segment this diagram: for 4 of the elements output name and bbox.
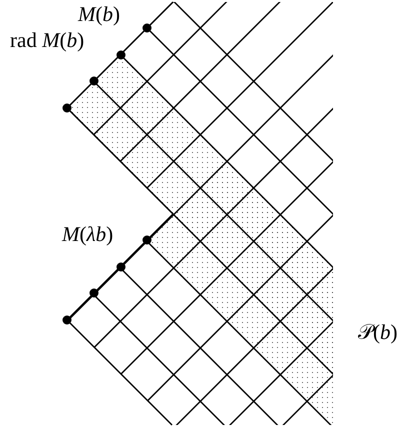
math-label: M(b) xyxy=(78,2,120,26)
math-label: rad M(b) xyxy=(10,28,84,52)
math-label: 𝒫(b) xyxy=(358,320,398,344)
math-label: M(λb) xyxy=(62,222,114,246)
